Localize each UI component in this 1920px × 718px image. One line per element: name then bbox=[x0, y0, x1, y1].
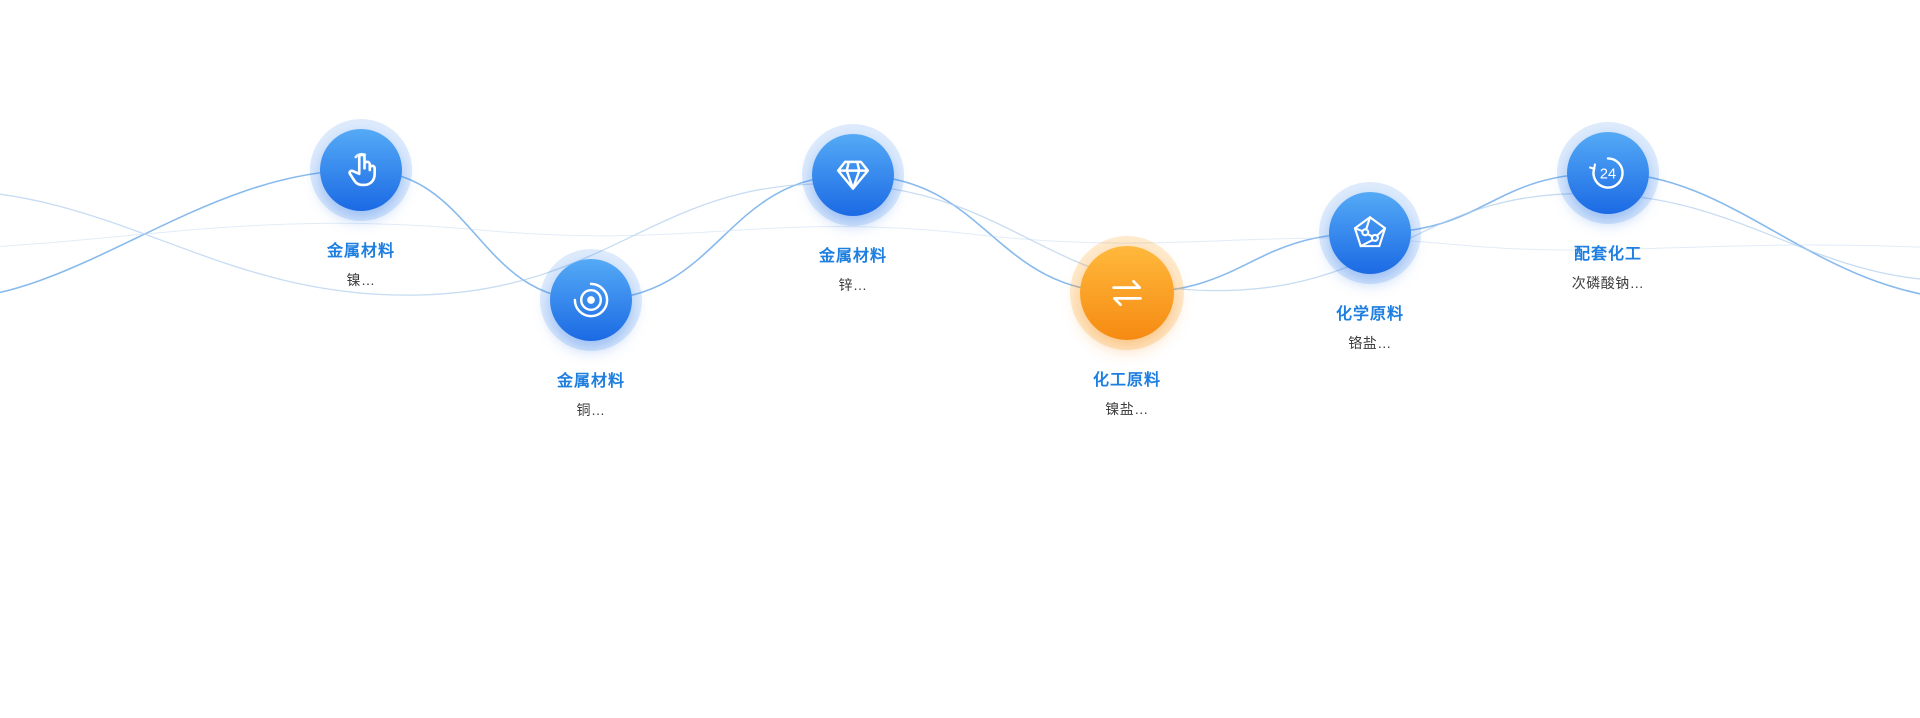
node-subtitle: 锌… bbox=[838, 277, 868, 293]
category-node-chem-nickel-salt[interactable]: 化工原料 镍盐… bbox=[997, 236, 1257, 419]
node-title: 金属材料 bbox=[818, 248, 887, 265]
node-halo bbox=[310, 119, 412, 221]
node-subtitle: 镍… bbox=[346, 272, 376, 288]
node-title: 配套化工 bbox=[1573, 246, 1642, 263]
node-halo bbox=[540, 249, 642, 351]
node-subtitle: 次磷酸钠… bbox=[1571, 275, 1645, 291]
clock-24-icon: 24 bbox=[1589, 157, 1624, 189]
radar-circles-icon bbox=[573, 282, 609, 318]
node-title: 化学原料 bbox=[1335, 306, 1404, 323]
category-node-supporting-chemicals[interactable]: 24 配套化工 次磷酸钠… bbox=[1478, 122, 1738, 293]
node-circle bbox=[1329, 192, 1411, 274]
node-title: 化工原料 bbox=[1092, 372, 1161, 389]
hand-pointer-icon bbox=[348, 152, 376, 187]
category-node-metal-nickel[interactable]: 金属材料 镍… bbox=[231, 119, 491, 290]
category-node-chem-chromium-salt[interactable]: 化学原料 铬盐… bbox=[1240, 182, 1500, 353]
node-circle bbox=[550, 259, 632, 341]
node-title: 金属材料 bbox=[326, 243, 395, 260]
node-circle bbox=[1080, 246, 1174, 340]
wave-path-secondary bbox=[0, 183, 1920, 296]
diamond-icon bbox=[836, 160, 870, 190]
wave-path-tertiary bbox=[0, 222, 1920, 251]
node-title: 金属材料 bbox=[556, 373, 625, 390]
node-halo bbox=[1319, 182, 1421, 284]
exchange-arrows-icon bbox=[1112, 279, 1142, 307]
node-circle bbox=[812, 134, 894, 216]
category-node-metal-zinc[interactable]: 金属材料 锌… bbox=[723, 124, 983, 295]
node-halo: 24 bbox=[1557, 122, 1659, 224]
clock-24-icon-text: 24 bbox=[1600, 166, 1616, 182]
molecule-pentagon-icon bbox=[1353, 216, 1387, 248]
node-circle: 24 bbox=[1567, 132, 1649, 214]
node-circle bbox=[320, 129, 402, 211]
node-subtitle: 镍盐… bbox=[1105, 401, 1149, 417]
node-halo bbox=[1070, 236, 1184, 350]
node-subtitle: 铜… bbox=[576, 402, 606, 418]
node-halo bbox=[802, 124, 904, 226]
category-node-metal-copper[interactable]: 金属材料 铜… bbox=[461, 249, 721, 420]
node-subtitle: 铬盐… bbox=[1348, 335, 1392, 351]
